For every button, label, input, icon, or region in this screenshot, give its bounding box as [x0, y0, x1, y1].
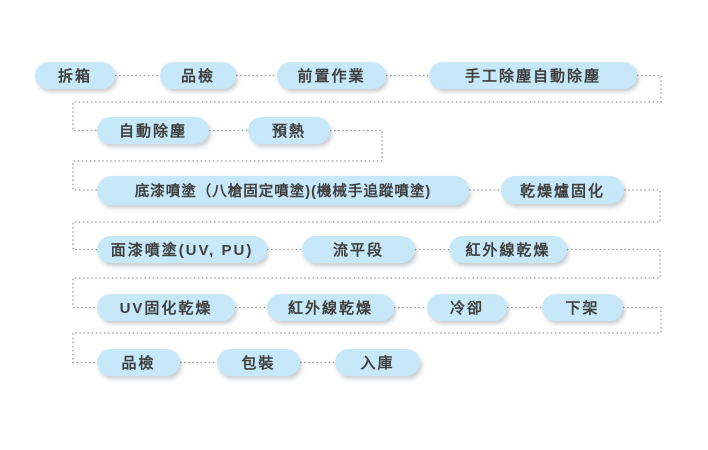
node-drying-oven-curing: 乾燥爐固化 [501, 176, 624, 204]
node-auto-dust-removal: 自動除塵 [97, 117, 209, 144]
node-uv-curing-drying: UV固化乾燥 [97, 294, 235, 321]
node-primer-spray: 底漆噴塗（八槍固定噴塗)(機械手追蹤噴塗) [97, 176, 469, 205]
node-topcoat-spray: 面漆噴塗(UV, PU) [97, 236, 267, 263]
wrap-row3-to-row4 [72, 189, 661, 251]
node-quality-check-1: 品檢 [160, 62, 236, 89]
wrap-row4-to-row5 [72, 248, 661, 309]
node-unload: 下架 [542, 294, 623, 321]
wrap-row1-to-row2 [72, 74, 662, 132]
node-infrared-drying-1: 紅外線乾燥 [449, 236, 567, 263]
wrap-row5-to-row6 [72, 306, 662, 364]
node-quality-check-2: 品檢 [97, 349, 180, 376]
node-warehousing: 入庫 [335, 349, 420, 376]
node-infrared-drying-2: 紅外線乾燥 [267, 294, 394, 321]
node-manual-auto-dust-removal: 手工除塵自動除塵 [429, 62, 637, 89]
node-packaging: 包裝 [217, 349, 300, 376]
node-pre-operation: 前置作業 [277, 62, 386, 89]
node-cooling: 冷卻 [427, 294, 507, 321]
node-unbox: 拆箱 [35, 62, 115, 89]
node-leveling-section: 流平段 [302, 236, 415, 263]
node-preheat: 預熱 [248, 117, 330, 144]
